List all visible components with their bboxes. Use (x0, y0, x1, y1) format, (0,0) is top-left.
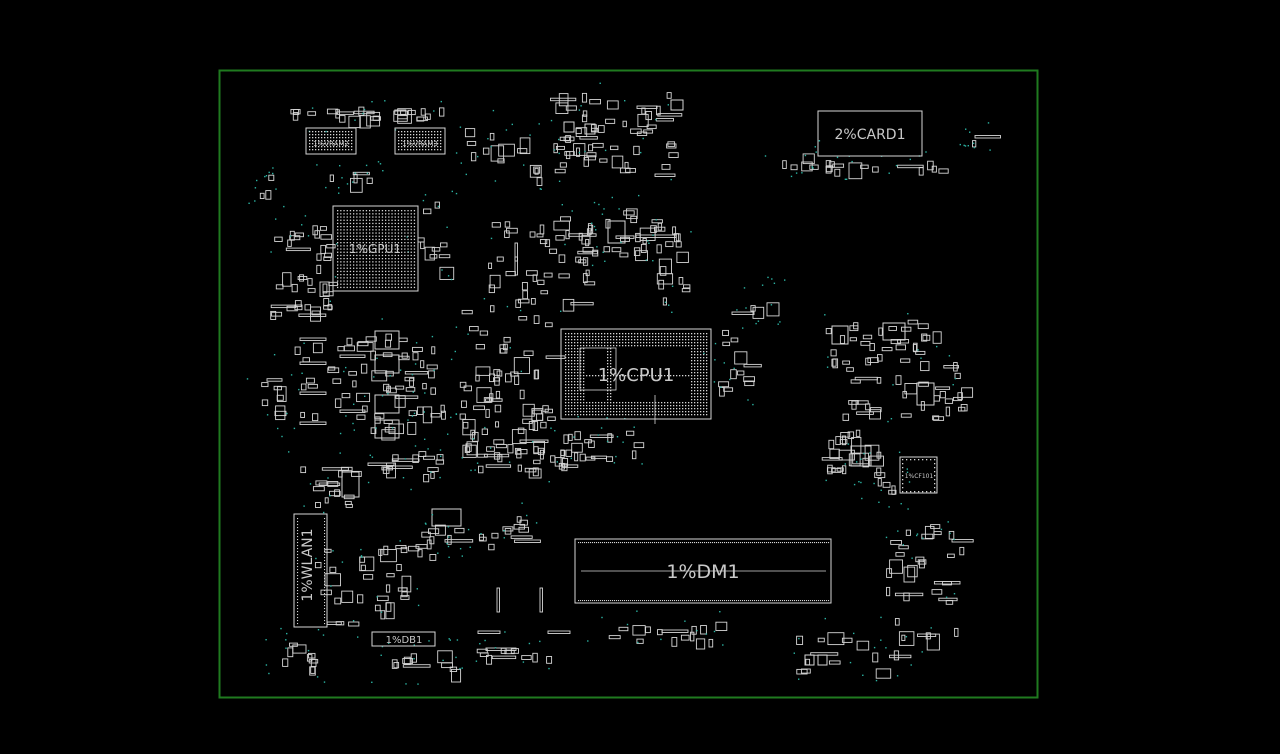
component-dm1[interactable]: 1%DM1 (574, 538, 832, 604)
component-cpu1[interactable]: 1%CPU1 (560, 328, 712, 424)
board-outline (218, 69, 1039, 699)
label-vram2: 1%VRAM2 (313, 140, 349, 148)
component-card1[interactable]: 2%CARD1 (817, 110, 923, 157)
test-points (246, 82, 991, 685)
component-vram3[interactable]: 1%VRAM3 (394, 127, 446, 155)
label-u-small: 1%CF101 (905, 473, 934, 480)
label-wlan1: 1%WLAN1 (300, 528, 316, 601)
label-cpu1: 1%CPU1 (598, 365, 675, 386)
component-wlan1[interactable]: 1%WLAN1 (293, 513, 328, 628)
component-u-small[interactable]: 1%CF101 (899, 456, 938, 494)
component-db1[interactable]: 1%DB1 (371, 631, 436, 647)
small-components (259, 92, 1001, 683)
label-vram3: 1%VRAM3 (402, 140, 438, 148)
label-card1: 2%CARD1 (835, 127, 906, 143)
component-gpu1[interactable]: 1%GPU1 (332, 205, 419, 292)
label-gpu1: 1%GPU1 (349, 242, 401, 256)
component-vram2[interactable]: 1%VRAM2 (305, 127, 357, 155)
label-db1: 1%DB1 (386, 635, 423, 646)
label-dm1: 1%DM1 (666, 561, 739, 583)
